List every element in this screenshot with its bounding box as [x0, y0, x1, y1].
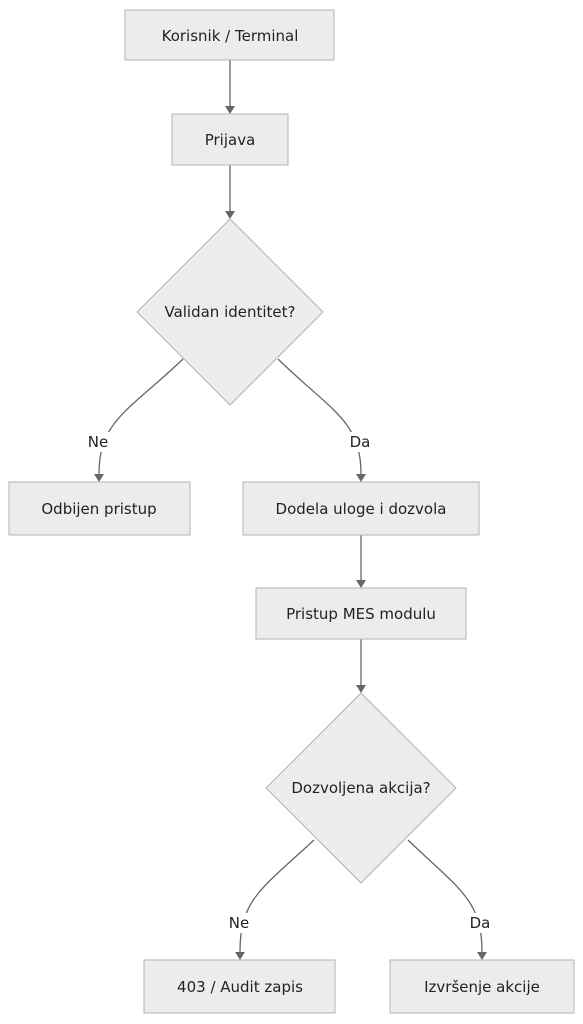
node-execute-action-label: Izvršenje akcije	[424, 978, 540, 996]
node-identity-check-label: Validan identitet?	[164, 303, 295, 321]
node-access-denied-label: Odbijen pristup	[41, 500, 156, 518]
edge-action-yes	[407, 839, 483, 953]
arrowhead-denied	[94, 474, 104, 482]
node-action-check[interactable]: Dozvoljena akcija?	[265, 692, 457, 884]
node-audit-log[interactable]: 403 / Audit zapis	[143, 959, 336, 1014]
edge-identity-yes	[277, 358, 362, 475]
node-action-check-label: Dozvoljena akcija?	[291, 779, 430, 797]
edge-identity-no	[98, 358, 184, 475]
node-mes-access-label: Pristup MES modulu	[286, 605, 436, 623]
node-login-label: Prijava	[205, 131, 256, 149]
arrowhead-login	[225, 106, 235, 114]
arrowhead-audit	[235, 952, 245, 960]
node-identity-check[interactable]: Validan identitet?	[136, 218, 324, 406]
arrowhead-mes	[356, 580, 366, 588]
edge-label-identity-no: Ne	[88, 433, 108, 451]
arrowhead-action	[356, 685, 366, 693]
node-assign-role-label: Dodela uloge i dozvola	[276, 500, 447, 518]
node-mes-access[interactable]: Pristup MES modulu	[255, 587, 467, 640]
arrowhead-assign	[356, 474, 366, 482]
arrowhead-execute	[477, 952, 487, 960]
node-execute-action[interactable]: Izvršenje akcije	[389, 959, 575, 1014]
edge-label-action-no: Ne	[229, 914, 249, 932]
node-access-denied[interactable]: Odbijen pristup	[8, 481, 191, 536]
edge-label-identity-yes: Da	[350, 433, 371, 451]
node-assign-role[interactable]: Dodela uloge i dozvola	[242, 481, 480, 536]
arrowhead-identity	[225, 211, 235, 219]
node-audit-log-label: 403 / Audit zapis	[177, 978, 303, 996]
edge-label-action-yes: Da	[470, 914, 491, 932]
node-terminal[interactable]: Korisnik / Terminal	[124, 9, 335, 61]
edge-action-no	[239, 839, 315, 953]
node-terminal-label: Korisnik / Terminal	[162, 27, 299, 45]
node-login[interactable]: Prijava	[171, 113, 289, 166]
edge-labels: Ne Da Ne Da	[84, 432, 494, 933]
edges	[94, 60, 487, 960]
